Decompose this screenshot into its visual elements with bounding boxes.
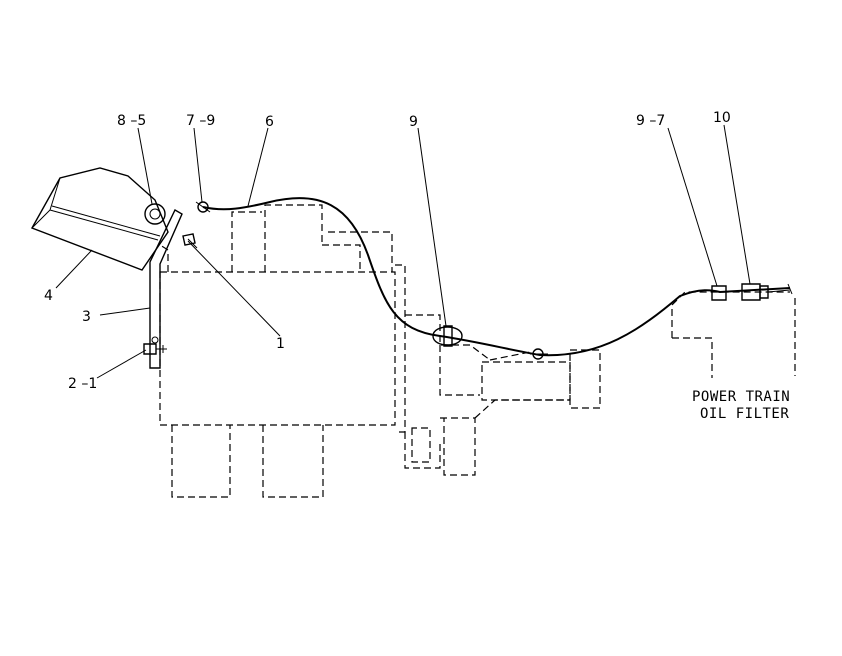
connector-9-7 — [711, 285, 727, 301]
callout-9: 9 — [409, 114, 418, 130]
sensor-10 — [741, 283, 793, 301]
callout-3: 3 — [82, 309, 91, 325]
grommet-8-5 — [144, 203, 166, 225]
transmission-front-section-outline — [405, 314, 601, 476]
filter-note-line-2: OIL FILTER — [700, 406, 789, 422]
callout-10: 10 — [713, 110, 731, 126]
harness-clip — [530, 348, 548, 360]
callout-8-5: 8 –5 — [117, 113, 146, 129]
callout-4: 4 — [44, 288, 53, 304]
callout-9-7: 9 –7 — [636, 113, 665, 129]
transmission-housing-outline — [159, 204, 441, 498]
bolt-2-1 — [143, 343, 167, 355]
callout-2-1: 2 –1 — [68, 376, 97, 392]
guard-cover — [30, 167, 169, 271]
callout-7-9: 7 –9 — [186, 113, 215, 129]
filter-note-line-1: POWER TRAIN — [692, 389, 790, 405]
clip-9 — [432, 325, 463, 347]
bracket — [149, 209, 183, 369]
wiring-harness — [202, 197, 791, 357]
bolt-1 — [182, 233, 198, 249]
callout-6: 6 — [265, 114, 274, 130]
callout-1: 1 — [276, 336, 285, 352]
leader-lines — [55, 124, 751, 379]
oil-filter-housing-outline — [671, 291, 796, 378]
